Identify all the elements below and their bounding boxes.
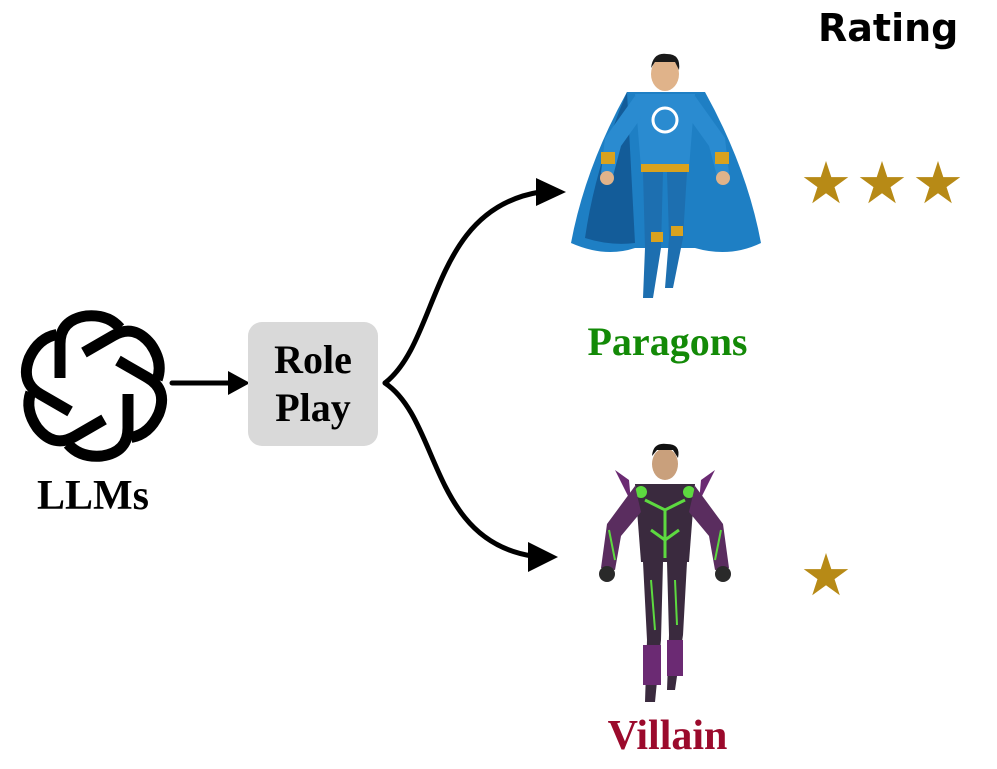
role-play-line-2: Play [275,385,351,430]
paragons-label: Paragons [587,319,748,364]
role-play-box: Role Play [248,322,378,446]
rating-title: Rating [818,6,959,50]
paragon-hero-figure [571,53,761,298]
llms-label: LLMs [36,473,149,519]
villain-figure [599,443,731,702]
villain-label: Villain [607,713,728,759]
openai-logo-icon [20,310,168,462]
arrowhead-paragons [536,178,566,206]
arrow-to-villain [382,380,535,559]
role-play-line-1: Role [274,337,352,382]
arrow-to-paragons [382,189,543,386]
arrowhead-villain [528,542,558,572]
villain-rating-stars: ★ [800,541,852,609]
arrowhead-roleplay [228,371,250,395]
paragons-rating-stars: ★★★ [800,149,968,217]
